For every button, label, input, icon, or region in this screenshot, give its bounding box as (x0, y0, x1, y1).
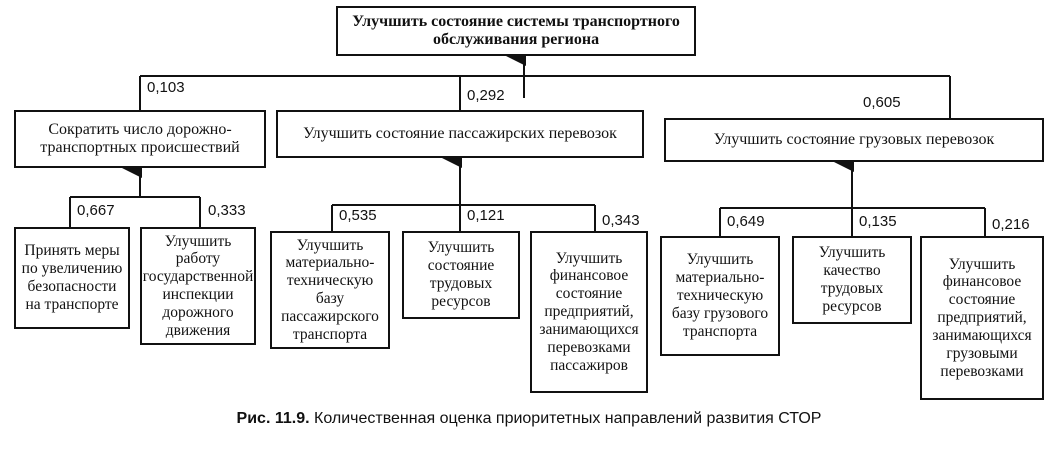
weight-leaf-3-3: 0,216 (991, 216, 1031, 233)
weight-leaf-2-1: 0,535 (338, 207, 378, 224)
leaf-box-3-1: Улучшить материально-техническую базу гр… (660, 236, 780, 356)
goal-box: Улучшить состояние системы транспортного… (336, 6, 696, 56)
branch-box-freight: Улучшить состояние грузовых перевозок (664, 118, 1044, 162)
weight-leaf-2-3: 0,343 (601, 212, 641, 229)
leaf-label: Улучшить материально-техническую базу гр… (671, 251, 769, 340)
leaf-box-2-1: Улучшить материально-техническую базу па… (270, 231, 390, 349)
weight-branch-2: 0,292 (466, 87, 506, 104)
leaf-box-1-2: Улучшить работу государственной инспекци… (140, 227, 256, 345)
leaf-label: Принять меры по увеличению безопасности … (21, 242, 123, 313)
leaf-label: Улучшить состояние трудовых ресурсов (427, 239, 495, 310)
goal-label: Улучшить состояние системы транспортного… (352, 12, 680, 48)
leaf-label: Улучшить материально-техническую базу па… (281, 236, 379, 343)
leaf-label: Улучшить качество трудовых ресурсов (818, 244, 886, 315)
weight-leaf-1-2: 0,333 (207, 202, 247, 219)
leaf-label: Улучшить финансовое состояние предприяти… (539, 249, 639, 374)
caption-number: Рис. 11.9. (236, 410, 310, 427)
branch-box-safety: Сократить число дорожно-транспортных про… (14, 110, 266, 168)
branch-label: Сократить число дорожно-транспортных про… (40, 120, 240, 156)
leaf-box-2-3: Улучшить финансовое состояние предприяти… (530, 231, 648, 393)
leaf-box-3-2: Улучшить качество трудовых ресурсов (792, 236, 912, 324)
figure-caption: Рис. 11.9. Количественная оценка приорит… (0, 410, 1058, 428)
weight-leaf-3-1: 0,649 (726, 213, 766, 230)
weight-branch-3: 0,605 (862, 94, 902, 111)
leaf-label: Улучшить работу государственной инспекци… (142, 232, 254, 339)
branch-label: Улучшить состояние пассажирских перевозо… (303, 124, 617, 142)
weight-branch-1: 0,103 (146, 79, 186, 96)
leaf-box-2-2: Улучшить состояние трудовых ресурсов (402, 231, 520, 319)
leaf-label: Улучшить финансовое состояние предприяти… (932, 255, 1032, 380)
weight-leaf-3-2: 0,135 (858, 213, 898, 230)
leaf-box-1-1: Принять меры по увеличению безопасности … (14, 227, 130, 329)
branch-label: Улучшить состояние грузовых перевозок (713, 130, 995, 148)
branch-box-passenger: Улучшить состояние пассажирских перевозо… (276, 110, 644, 158)
weight-leaf-2-2: 0,121 (466, 207, 506, 224)
weight-leaf-1-1: 0,667 (76, 202, 116, 219)
leaf-box-3-3: Улучшить финансовое состояние предприяти… (920, 236, 1044, 400)
caption-text: Количественная оценка приоритетных напра… (309, 410, 822, 427)
